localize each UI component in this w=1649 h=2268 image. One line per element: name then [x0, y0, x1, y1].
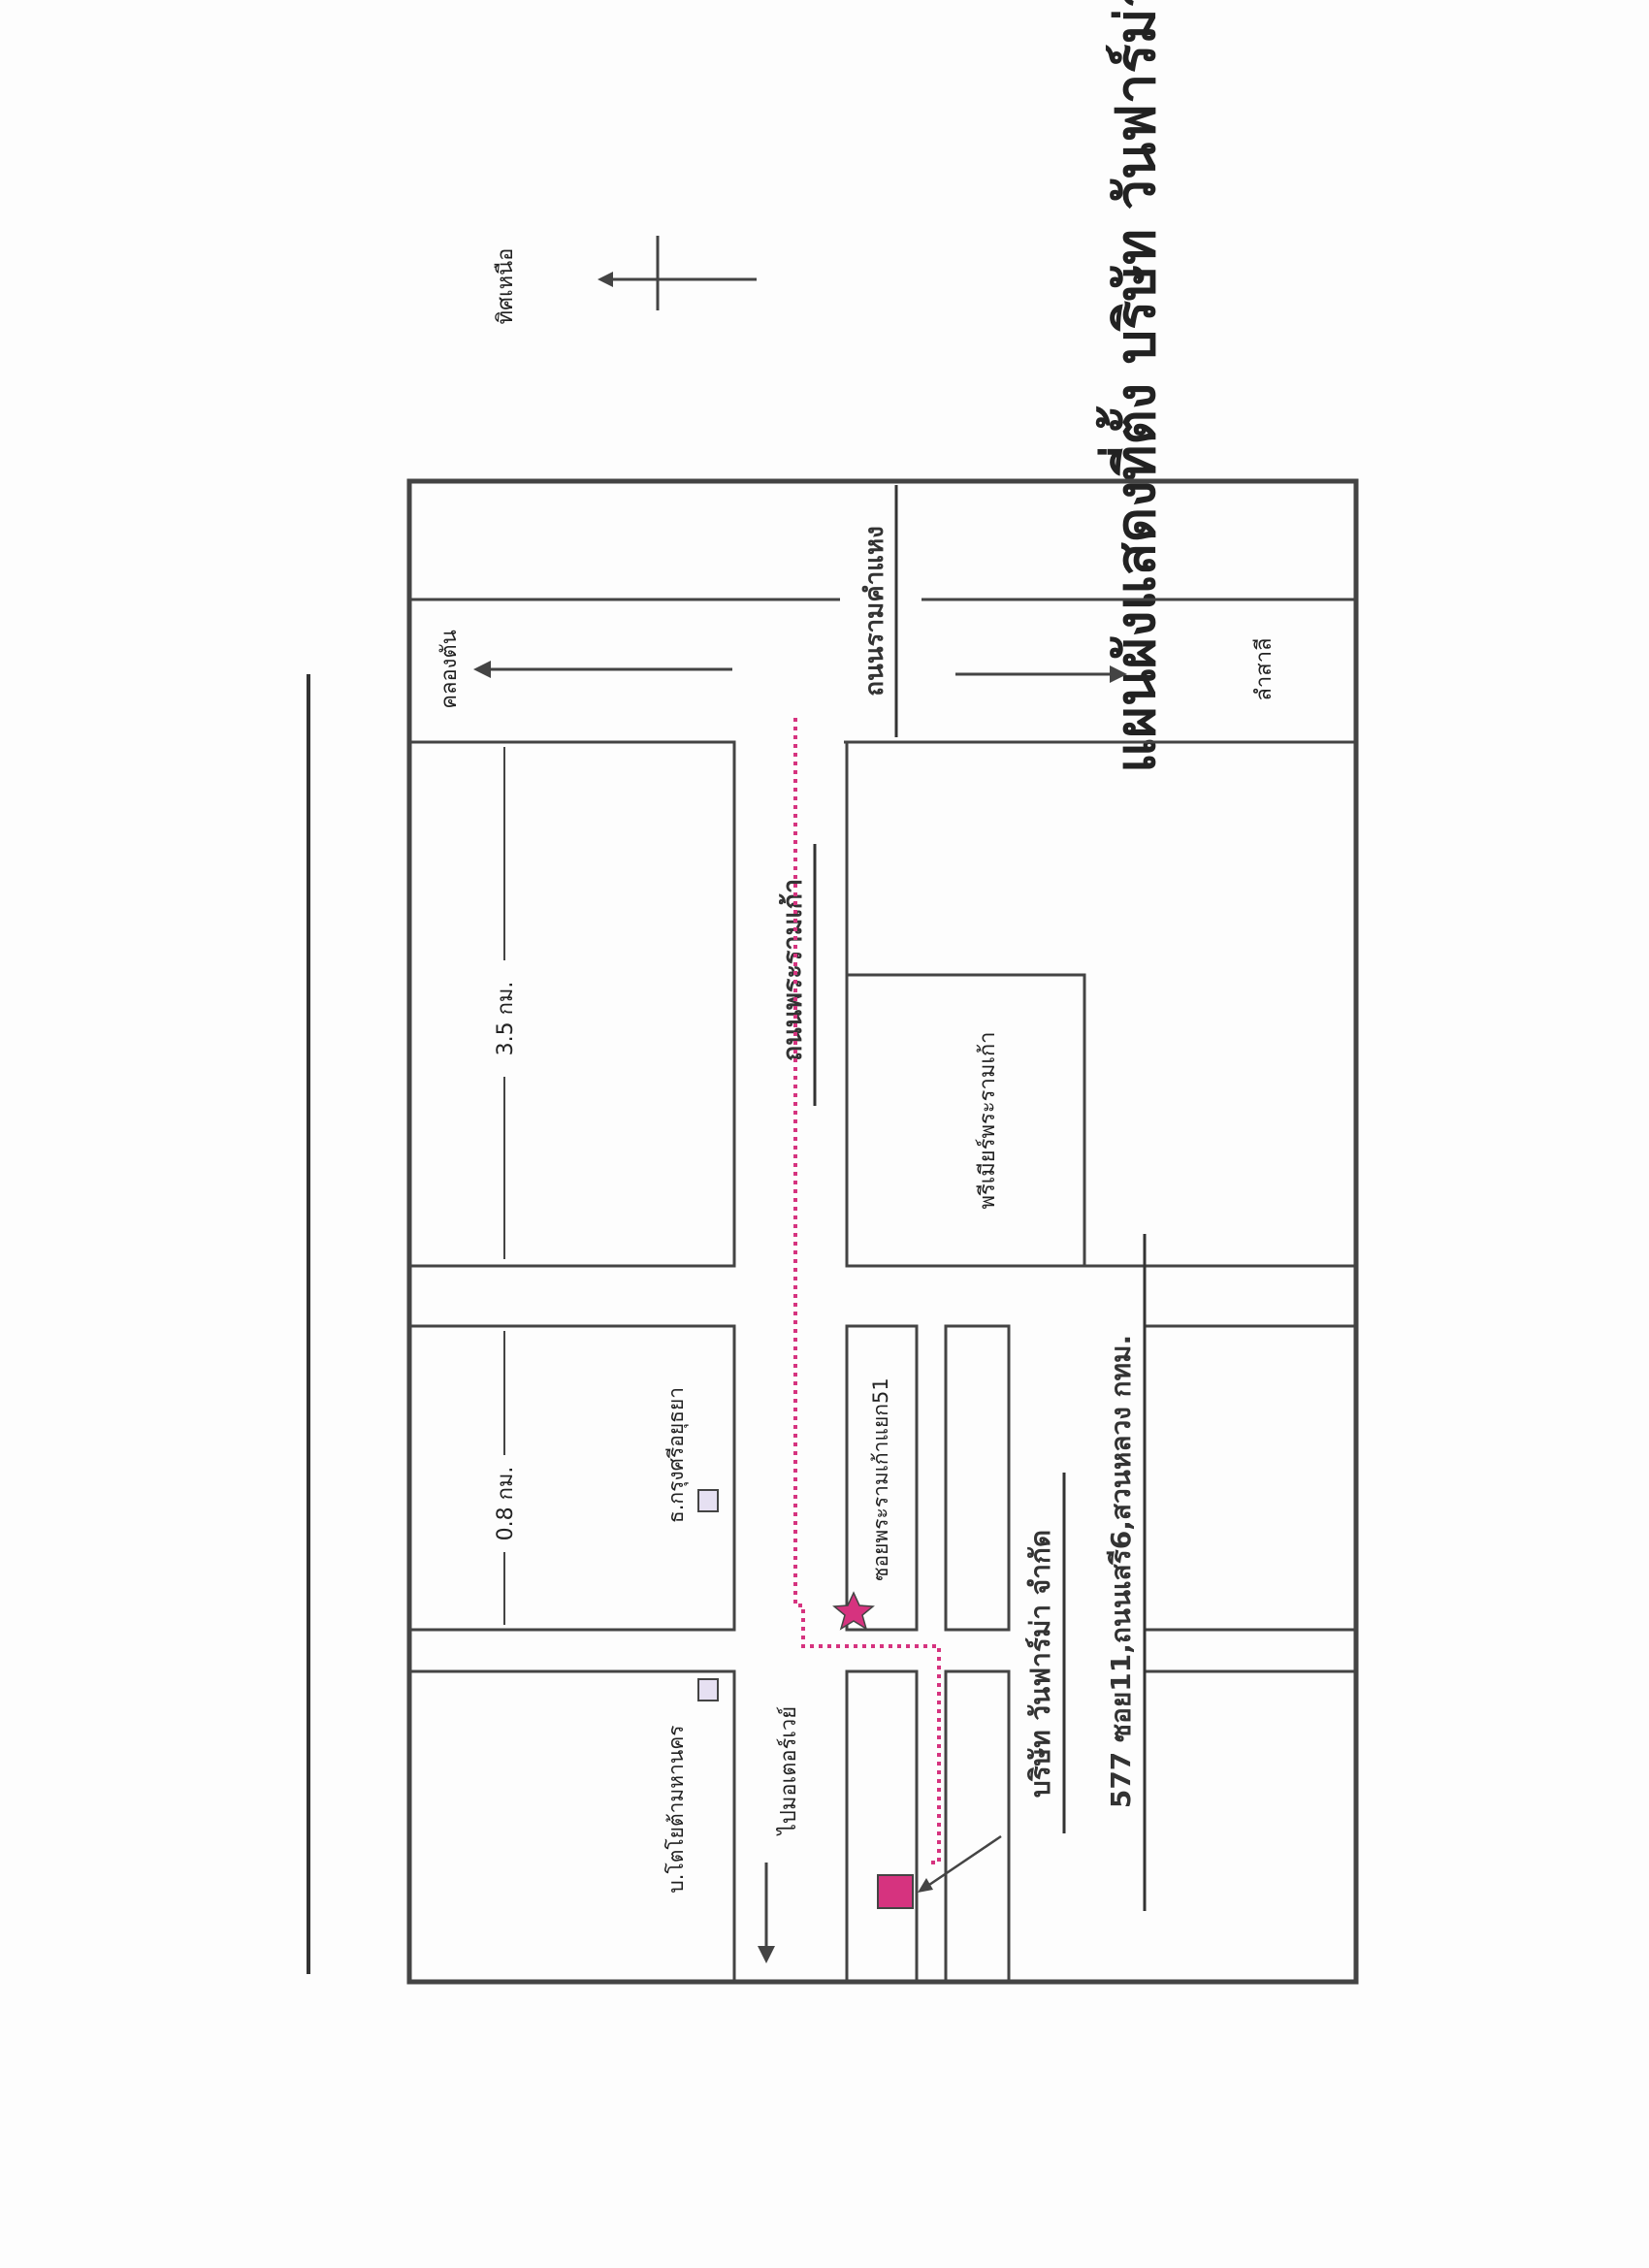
premier-label: พรีเมียร์พระรามเก้า — [976, 1031, 1000, 1209]
ramkhamhaeng-road-label: ถนนรามคำแหง — [860, 526, 889, 697]
distance-0-8-label: 0.8 กม. — [494, 1467, 518, 1541]
direction-arrow-khlong-ton — [473, 661, 732, 678]
company-marker-icon — [877, 1874, 914, 1909]
block-upper-right — [845, 740, 1358, 1268]
block-upper-left — [407, 740, 736, 1268]
block-narrow-right — [944, 1324, 1011, 1632]
soi51-label: ซอยพระรามเก้าแยก51 — [869, 1377, 892, 1580]
compass-label: ทิศเหนือ — [494, 248, 518, 325]
arrow-down-icon — [758, 1946, 775, 1963]
khlong-ton-label: คลองตัน — [437, 630, 462, 708]
north-compass — [598, 236, 757, 310]
krungsri-marker-icon — [697, 1489, 719, 1512]
arrow-left-icon — [473, 661, 491, 678]
krungsri-label: ธ.กรุงศรีอยุธยา — [664, 1387, 689, 1523]
toyota-marker-icon — [697, 1678, 719, 1701]
north-arrow-icon — [598, 272, 613, 287]
block-lower-left — [407, 1669, 736, 1984]
block-narrow-bottom-a — [845, 1669, 919, 1984]
pointer-arrow-icon — [918, 1878, 933, 1893]
star-icon — [832, 1591, 875, 1631]
rama9-old-road-label: ถนนพระรามเก้า — [778, 879, 808, 1061]
arrow-right-icon — [1110, 665, 1127, 683]
lam-sali-label: ลำสาลี — [1252, 637, 1277, 700]
map-frame — [406, 478, 1359, 1985]
direction-arrow-lam-sali — [955, 665, 1127, 683]
company-address: 577 ซอย11,ถนนเสรี6,สวนหลวง กทม. — [1105, 1335, 1137, 1808]
map-title: แผนผังแสดงที่ตั้ง บริษัท วันฟาร์ม่า จำกั… — [1096, 0, 1168, 773]
toyota-label: บ.โตโยต้ามหานคร — [664, 1725, 688, 1893]
premier-block — [845, 973, 1086, 1268]
company-name: บริษัท วันฟาร์ม่า จำกัด — [1024, 1530, 1056, 1798]
soi51-block — [845, 1324, 919, 1632]
block-narrow-bottom-b — [944, 1669, 1011, 1984]
to-motorway-label: ไปมอเตอร์เวย์ — [776, 1706, 801, 1836]
company-pointer-line — [925, 1834, 1002, 1889]
distance-3-5-label: 3.5 กม. — [494, 982, 518, 1056]
route-path — [793, 718, 941, 1864]
